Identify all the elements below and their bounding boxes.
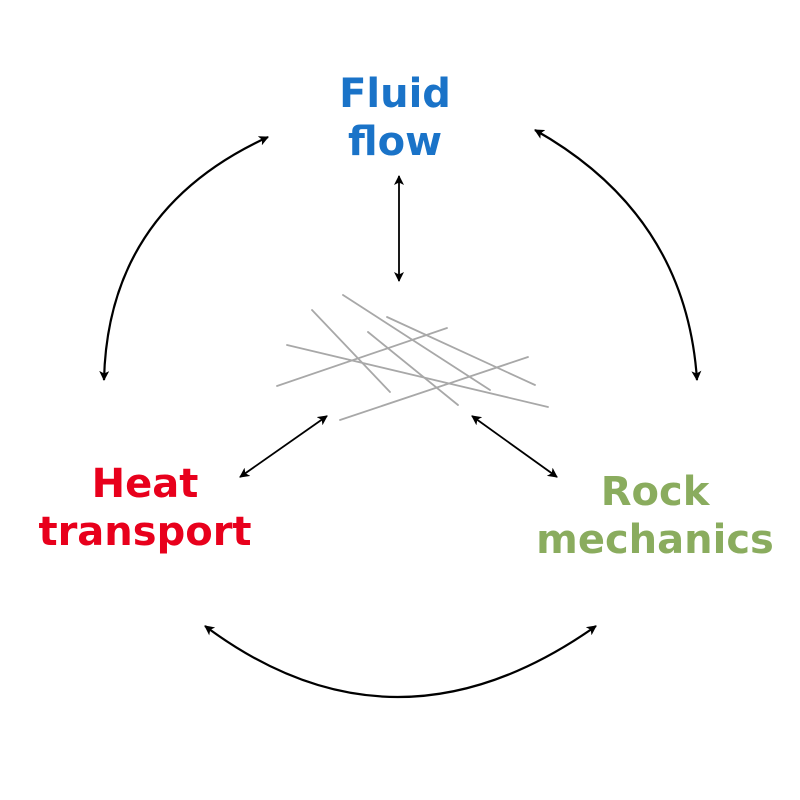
rock-mechanics-line2: mechanics [536, 517, 774, 563]
heat-transport-label: Heat transport [20, 460, 270, 556]
fracture-line [342, 294, 491, 391]
fracture-line [339, 356, 529, 421]
rock-mechanics-label: Rock mechanics [520, 468, 790, 564]
arrow-fluid-heat [99, 135, 269, 381]
fluid-flow-line1: Fluid [339, 71, 451, 117]
arrow-heat-fractures [239, 415, 328, 478]
arrow-rock-fractures [471, 415, 558, 478]
fracture-line [386, 316, 536, 386]
fluid-flow-label: Fluid flow [295, 70, 495, 166]
arrow-heat-rock [204, 625, 597, 699]
fluid-flow-line2: flow [347, 119, 443, 165]
heat-transport-line2: transport [38, 509, 252, 555]
fracture-line [367, 331, 459, 406]
fracture-line [286, 344, 549, 408]
arrow-fluid-rock [534, 129, 702, 381]
fracture-network [276, 294, 549, 421]
heat-transport-line1: Heat [91, 461, 199, 507]
fracture-line [276, 327, 448, 387]
fracture-line [311, 309, 391, 393]
rock-mechanics-line1: Rock [600, 469, 710, 515]
